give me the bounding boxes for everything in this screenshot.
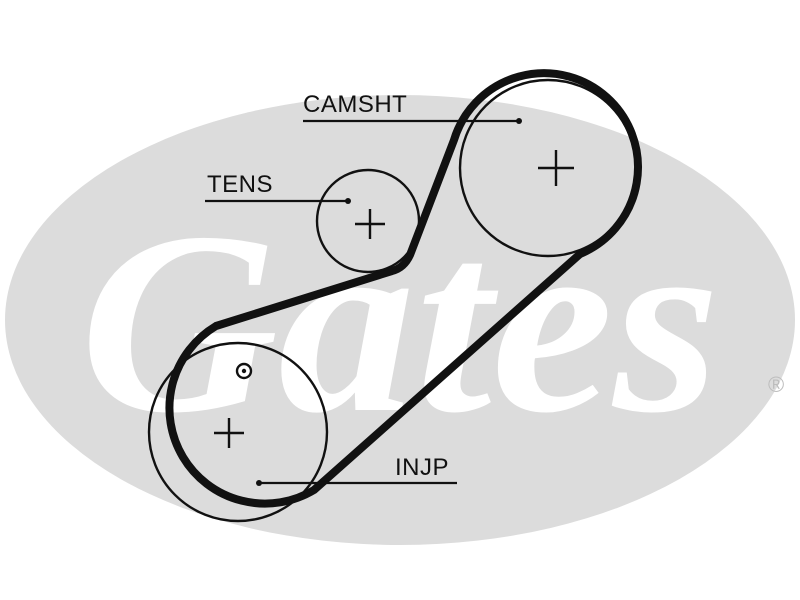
injection-pump-pulley-circle [147, 341, 329, 523]
registered-mark: ® [768, 372, 784, 397]
timing-belt [165, 69, 642, 508]
tensioner-leader-dot [345, 198, 351, 204]
camshaft-label: CAMSHT [303, 91, 407, 118]
injection-pump-leader-dot [256, 480, 262, 486]
camshaft-center-mark [538, 150, 574, 186]
camshaft-leader-dot [516, 118, 522, 124]
gates-logo-watermark: Gates ® [5, 95, 795, 545]
camshaft-pulley-circle [458, 78, 638, 258]
logo-ellipse [5, 95, 795, 545]
camshaft-pulley [458, 78, 638, 258]
tensioner-pulley-circle [315, 168, 421, 274]
tensioner-center-mark [355, 209, 385, 239]
tensioner-label: TENS [207, 171, 273, 198]
injection-pump-pulley [147, 341, 329, 523]
camshaft-callout: CAMSHT [303, 91, 522, 124]
tensioner-callout: TENS [205, 171, 351, 204]
injection-pump-callout: INJP [256, 454, 457, 486]
injection-pump-label: INJP [395, 454, 449, 481]
tensioner-pulley [315, 168, 421, 274]
timing-mark-icon [235, 362, 253, 380]
injection-pump-center-mark [214, 418, 244, 448]
